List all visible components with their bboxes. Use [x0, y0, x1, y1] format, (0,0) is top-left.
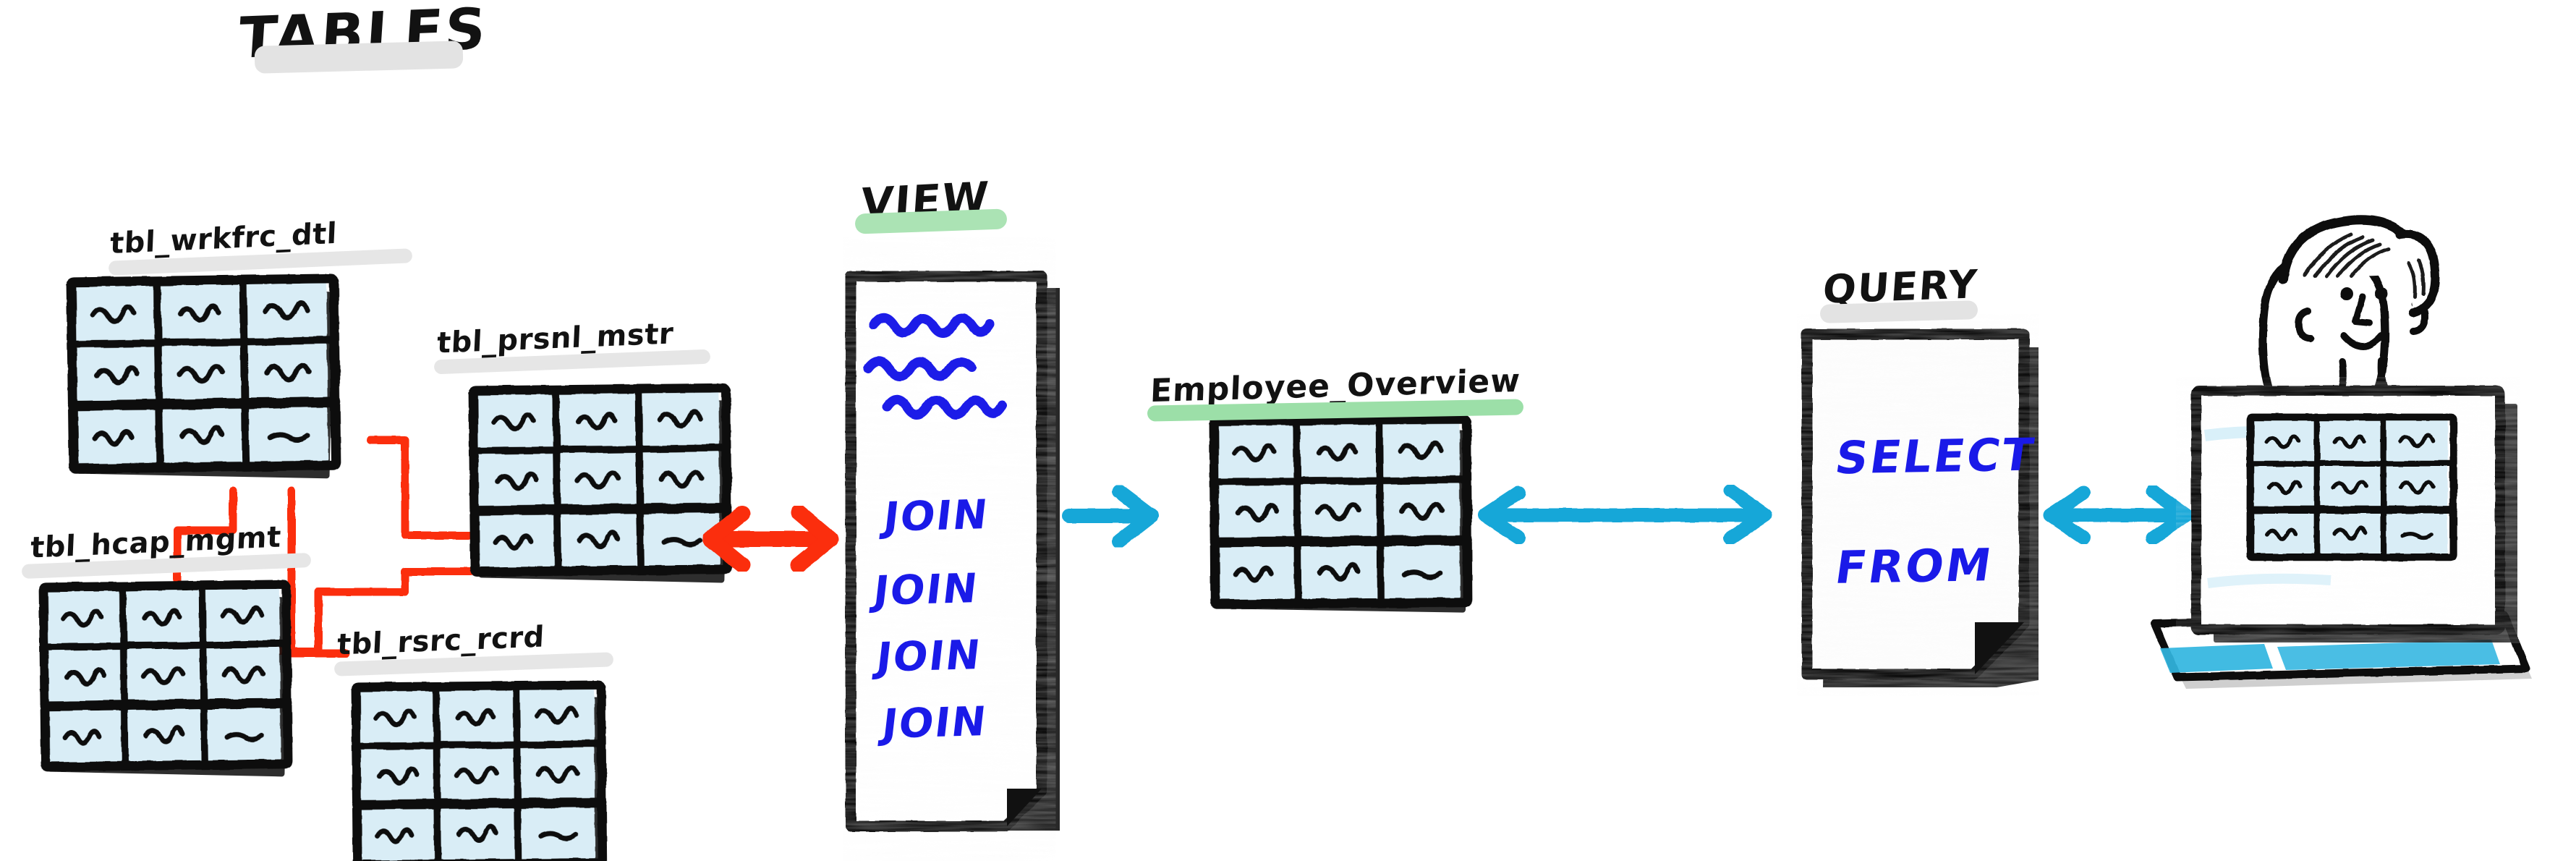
user-scene[interactable]: [2150, 215, 2532, 689]
query-statement-select: SELECT: [1832, 428, 2039, 485]
query-statement-from: FROM: [1832, 538, 1997, 594]
table-rsrc[interactable]: [356, 685, 603, 861]
view-join-statement-1: JOIN: [881, 491, 992, 541]
view-join-statement-3: JOIN: [874, 632, 985, 682]
view-join-statement-4: JOIN: [880, 698, 990, 748]
arrow-tables-view: [702, 504, 838, 573]
title-highlight: [254, 41, 464, 74]
result-table-employee-overview[interactable]: [1214, 420, 1468, 613]
table-hcap[interactable]: [43, 585, 289, 777]
view-squiggle-lines: [863, 313, 1007, 420]
view-label-highlight: [854, 208, 1008, 234]
arrow-result-query: [1477, 483, 1772, 546]
arrow-view-result: [1062, 484, 1159, 548]
table-label-rsrc: tbl_rsrc_rcrd: [336, 620, 545, 662]
laptop-screen: [2191, 386, 2517, 642]
query-label-highlight: [1819, 300, 1978, 323]
arrow-query-user: [2043, 484, 2193, 546]
person-avatar: [2258, 215, 2440, 443]
view-join-statement-2: JOIN: [871, 565, 982, 615]
table-wrkfrc[interactable]: [71, 279, 336, 479]
laptop-base: [2150, 611, 2532, 689]
table-prsnl[interactable]: [473, 388, 728, 583]
screen-result-grid: [2250, 417, 2453, 557]
query-panel[interactable]: [1801, 328, 2039, 687]
relation-wrkfrc-prsnl: [367, 436, 475, 540]
